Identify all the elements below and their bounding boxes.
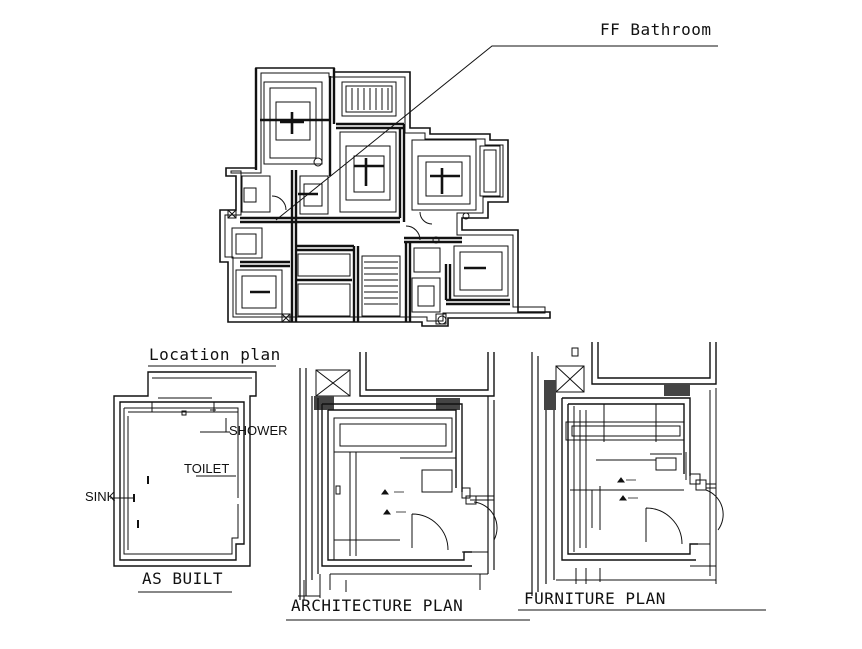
toilet-label: TOILET: [184, 461, 230, 476]
location-plan: [219, 45, 718, 327]
ff-bathroom-label: FF Bathroom: [600, 20, 712, 39]
architecture-plan: [298, 352, 498, 600]
shower-label: SHOWER: [229, 423, 288, 438]
furniture-plan: [531, 342, 724, 596]
sink-label: SINK: [85, 489, 116, 504]
as-built-plan: [110, 371, 257, 567]
architecture-plan-label: ARCHITECTURE PLAN: [291, 596, 464, 615]
as-built-label: AS BUILT: [142, 569, 224, 588]
location-plan-label: Location plan: [149, 345, 281, 364]
furniture-plan-label: FURNITURE PLAN: [524, 589, 666, 608]
